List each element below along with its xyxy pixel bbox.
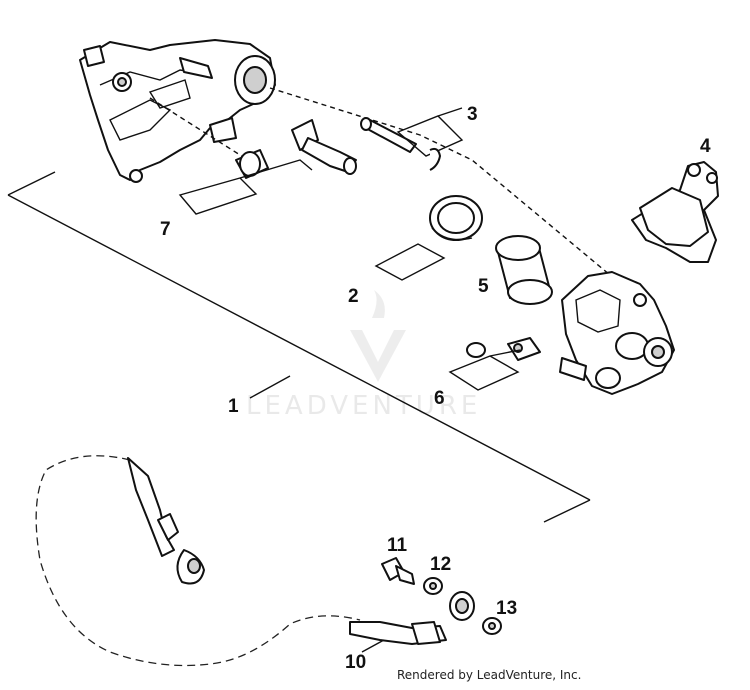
- watermark-text: LEADVENTURE: [246, 391, 481, 421]
- callout-frame-3: [396, 107, 464, 157]
- retaining-pin: [360, 117, 417, 153]
- watermark: LEADVENTURE: [246, 290, 481, 421]
- callout-11: 11: [387, 535, 408, 556]
- callout-7: 7: [160, 219, 171, 240]
- callout-frame-6: [448, 349, 521, 391]
- callout-10: 10: [345, 652, 366, 673]
- brake-pads: [631, 161, 719, 263]
- piston-seal: [429, 195, 483, 241]
- callout-1: 1: [228, 396, 239, 417]
- caliper-bracket: [79, 39, 276, 183]
- hose-lower-fitting: [349, 591, 475, 645]
- callout-13: 13: [496, 598, 517, 619]
- callout-12: 12: [430, 554, 451, 575]
- banjo-bolt: [381, 557, 415, 585]
- callout-4: 4: [700, 136, 711, 157]
- sealing-washer-13: [482, 617, 502, 635]
- boot-small: [235, 149, 269, 179]
- bleeder-valve: [507, 337, 541, 361]
- axis-line-bracket: [149, 87, 641, 301]
- pin-clip: [429, 147, 441, 171]
- brake-hose-outline: [35, 455, 361, 667]
- callout-frame-7: [178, 159, 313, 215]
- callout-5: 5: [478, 276, 489, 297]
- caliper-housing: [559, 271, 675, 395]
- callout-2: 2: [348, 286, 359, 307]
- piston: [495, 235, 553, 305]
- callout-leader-10: [361, 639, 385, 653]
- callout-frame-2: [374, 243, 446, 281]
- callout-6: 6: [434, 388, 445, 409]
- bleeder-cap: [466, 342, 486, 358]
- callout-3: 3: [467, 104, 478, 125]
- sealing-washer-12: [423, 577, 443, 595]
- callout-leader-1: [249, 375, 291, 399]
- hose-upper-fitting: [127, 457, 205, 585]
- render-credit: Rendered by LeadVenture, Inc.: [397, 668, 582, 682]
- slide-pin-with-boot: [291, 119, 357, 175]
- leadventure-logo-icon: [350, 290, 406, 382]
- assembly-bracket-1: [7, 171, 591, 523]
